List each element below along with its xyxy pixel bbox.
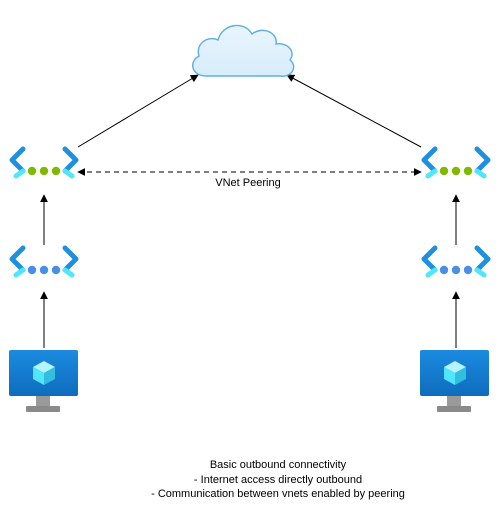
left-virtual-machine-icon [9,350,78,412]
internet-cloud-icon [191,24,295,77]
caption-line-peering: - Communication between vnets enabled by… [151,488,405,500]
edge-label-vnet-peering: VNet Peering [215,177,280,189]
right-vnet-gateway-icon [421,146,491,179]
left-subnet-icon [9,245,79,278]
right-subnet-icon [421,245,491,278]
caption-line-internet: - Internet access directly outbound [193,473,363,486]
edges: VNet Peering [40,74,460,348]
edge-left-gateway-to-internet [77,74,199,148]
caption-line-title: Basic outbound connectivity [209,459,347,471]
right-virtual-machine-icon [420,350,489,412]
diagram-caption: Basic outbound connectivity - Internet a… [0,458,499,502]
edge-right-gateway-to-internet [286,74,422,148]
left-vnet-gateway-icon [9,146,79,179]
